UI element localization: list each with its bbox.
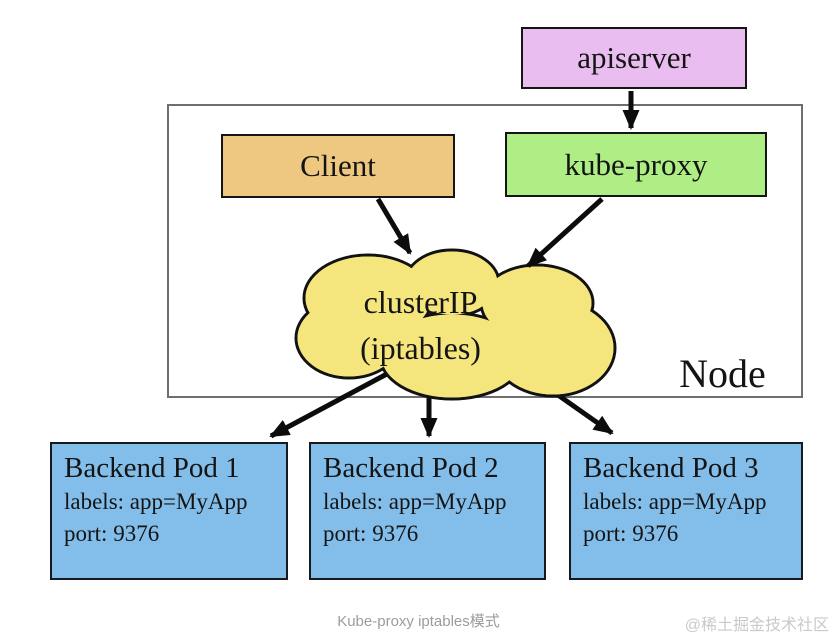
pod3-title: Backend Pod 3 bbox=[583, 452, 759, 484]
backend-pod-2: Backend Pod 2 labels: app=MyApp port: 93… bbox=[309, 442, 546, 580]
node-label: Node bbox=[679, 351, 766, 396]
pod2-port: port: 9376 bbox=[323, 520, 419, 546]
kube-proxy-box: kube-proxy bbox=[505, 132, 767, 197]
client-box: Client bbox=[221, 134, 455, 198]
kube-proxy-label: kube-proxy bbox=[564, 146, 708, 182]
apiserver-box: apiserver bbox=[521, 27, 747, 89]
pod1-port: port: 9376 bbox=[64, 520, 160, 546]
pod3-port: port: 9376 bbox=[583, 520, 679, 546]
apiserver-label: apiserver bbox=[577, 40, 691, 75]
pod2-title: Backend Pod 2 bbox=[323, 452, 499, 484]
pod1-title: Backend Pod 1 bbox=[64, 452, 240, 484]
community-watermark: @稀土掘金技术社区 bbox=[684, 617, 829, 634]
figure-caption: Kube-proxy iptables模式 bbox=[337, 613, 500, 630]
clusterip-label-line2: (iptables) bbox=[360, 330, 481, 366]
client-label: Client bbox=[300, 148, 376, 183]
backend-pod-1: Backend Pod 1 labels: app=MyApp port: 93… bbox=[50, 442, 288, 580]
clusterip-label-line1: clusterIP bbox=[363, 284, 478, 320]
pod3-labels: labels: app=MyApp bbox=[583, 489, 767, 515]
pod1-labels: labels: app=MyApp bbox=[64, 489, 248, 515]
pod2-labels: labels: app=MyApp bbox=[323, 489, 507, 515]
backend-pod-3: Backend Pod 3 labels: app=MyApp port: 93… bbox=[569, 442, 803, 580]
